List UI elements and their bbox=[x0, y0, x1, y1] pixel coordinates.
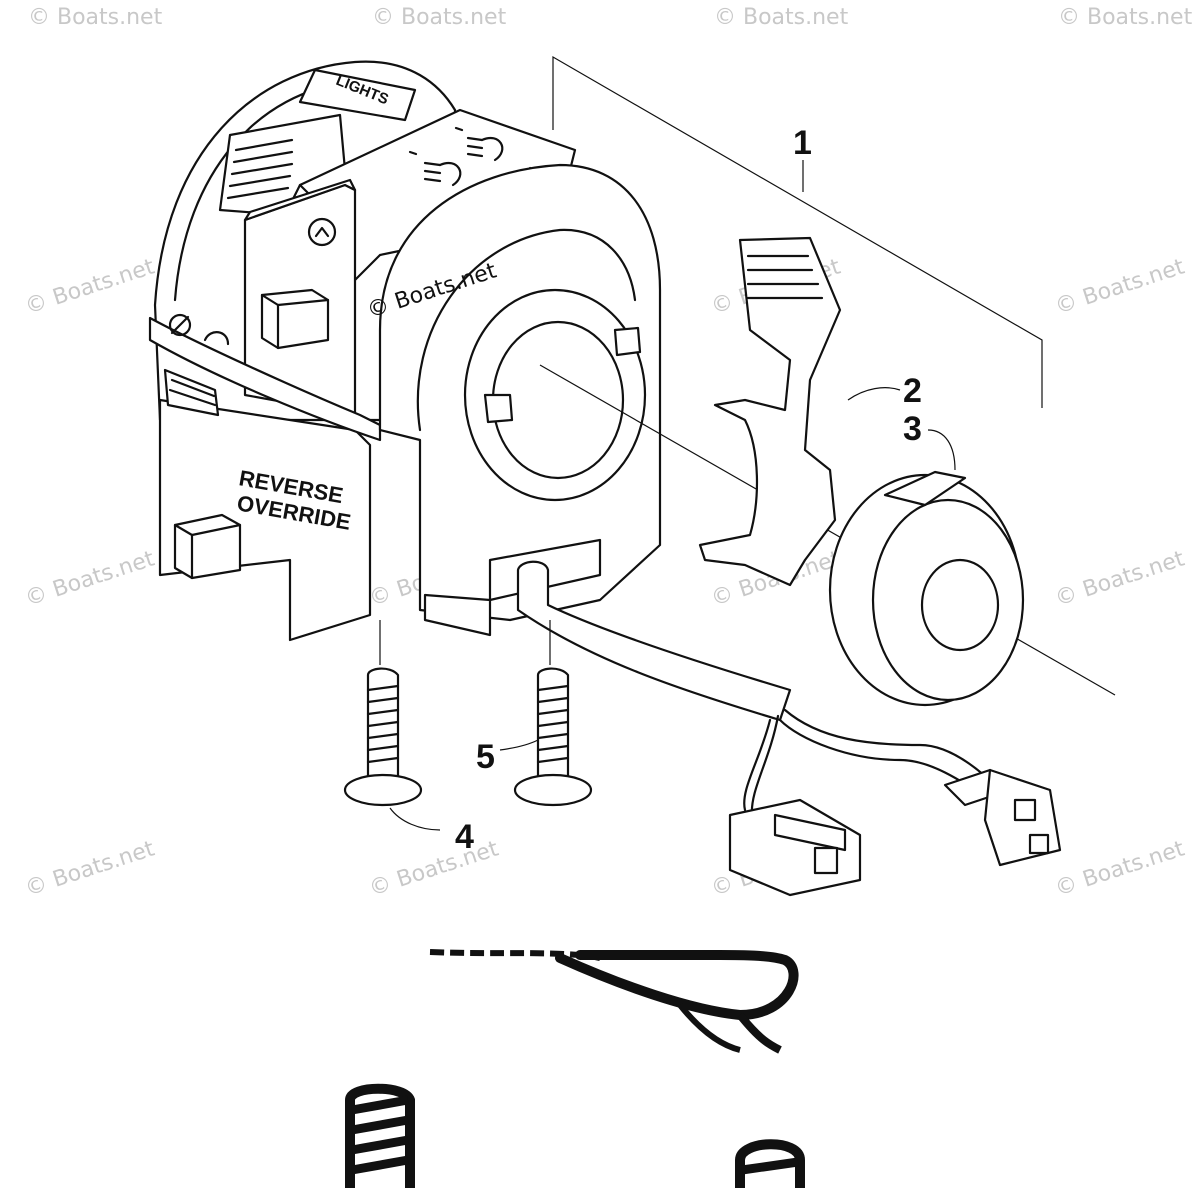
throttle-cover bbox=[828, 470, 1025, 707]
leader-3 bbox=[927, 429, 956, 471]
lever-ridges bbox=[746, 254, 824, 300]
watermark: © Boats.net bbox=[366, 836, 502, 901]
start-button bbox=[260, 288, 330, 350]
high-beam-icon bbox=[454, 126, 504, 162]
wire-cable bbox=[516, 560, 792, 722]
enlarged-detail bbox=[345, 949, 805, 1188]
watermark: © Boats.net bbox=[372, 5, 507, 30]
kill-switch-icon bbox=[168, 313, 230, 346]
start-icon bbox=[307, 217, 337, 247]
watermark: © Boats.net bbox=[22, 836, 158, 901]
reverse-override-button bbox=[173, 513, 242, 580]
callout-3: 3 bbox=[903, 410, 922, 448]
callout-4: 4 bbox=[455, 818, 474, 856]
watermark: © Boats.net bbox=[28, 5, 163, 30]
rocker-ridges bbox=[226, 138, 294, 200]
watermark: © Boats.net bbox=[1052, 546, 1188, 611]
callout-2: 2 bbox=[903, 372, 922, 410]
switch-housing: LIGHTS bbox=[148, 60, 792, 722]
watermark: © Boats.net bbox=[22, 254, 158, 319]
watermark: © Boats.net bbox=[1052, 836, 1188, 901]
watermark: © Boats.net bbox=[1058, 5, 1193, 30]
low-beam-icon bbox=[408, 150, 462, 187]
throttle-lever bbox=[698, 236, 842, 587]
watermark: © Boats.net bbox=[714, 5, 849, 30]
callout-1: 1 bbox=[793, 124, 812, 162]
callout-5: 5 bbox=[476, 738, 495, 776]
screw-5 bbox=[499, 620, 593, 807]
wire-connectors bbox=[728, 708, 1062, 897]
watermark: © Boats.net bbox=[1052, 254, 1188, 319]
assembly-bracket bbox=[552, 55, 1043, 408]
watermark: © Boats.net bbox=[22, 546, 158, 611]
leader-2 bbox=[847, 387, 901, 401]
screw-4 bbox=[343, 620, 441, 831]
